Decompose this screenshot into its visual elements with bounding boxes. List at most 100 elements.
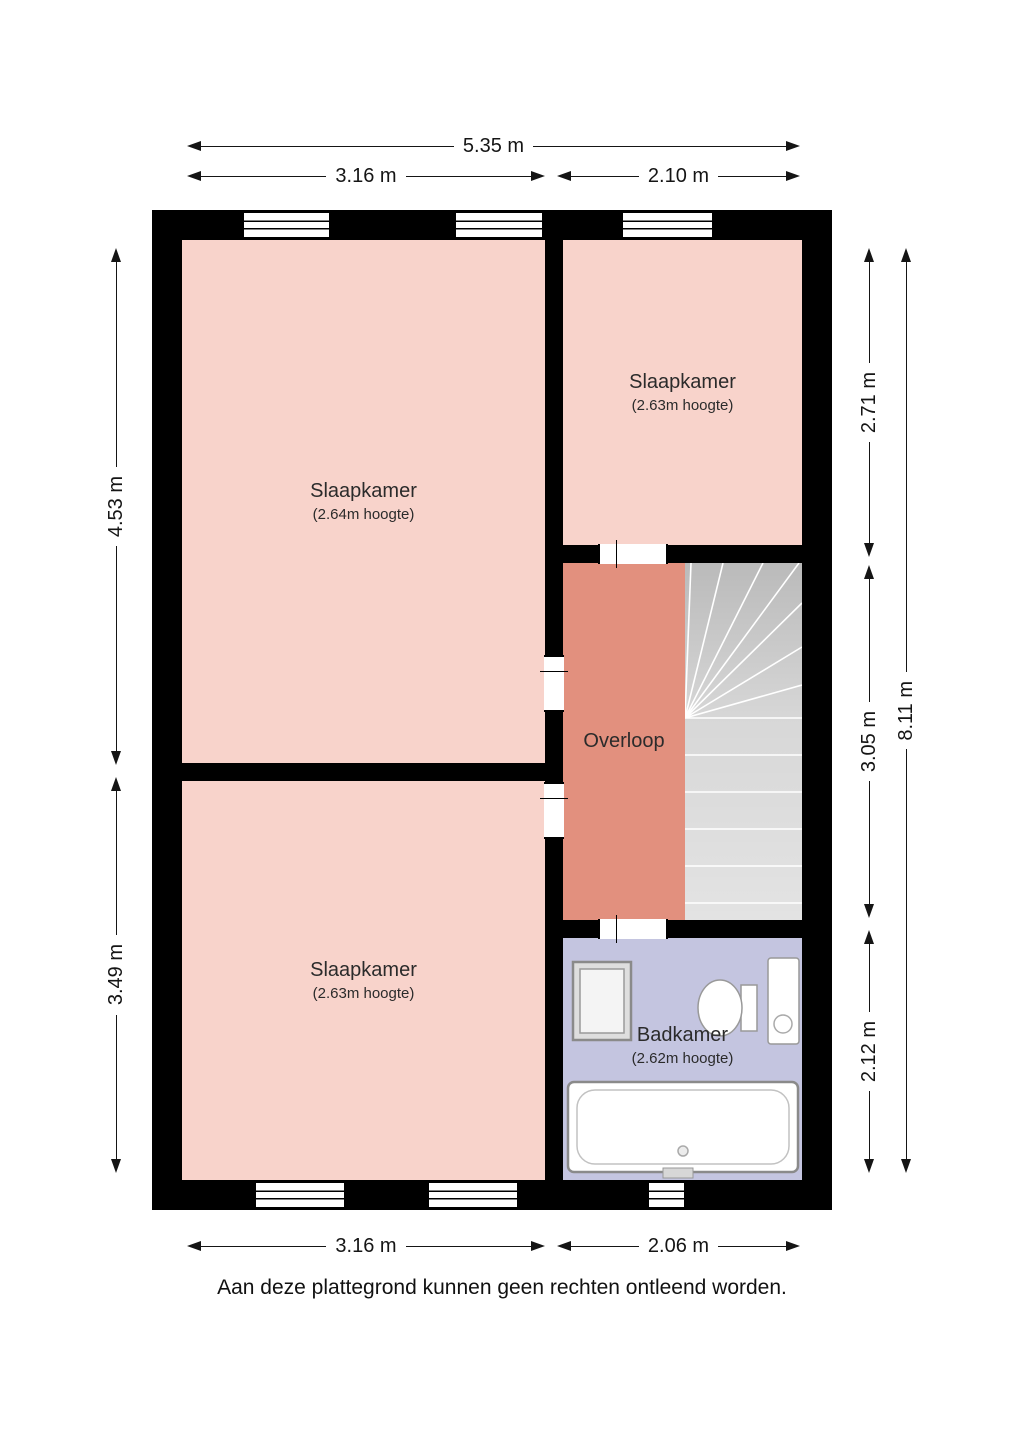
dimension-arrow xyxy=(111,777,121,791)
dimension-top-right: 2.10 m xyxy=(557,166,800,186)
stairs-treads xyxy=(685,563,802,920)
dimension-arrow xyxy=(187,1241,201,1251)
dimension-bottom-left: 3.16 m xyxy=(187,1236,545,1256)
room-name: Slaapkamer xyxy=(310,480,417,502)
dimension-label: 3.05 m xyxy=(858,710,880,773)
dimension-line xyxy=(533,145,786,147)
dimension-arrow xyxy=(864,904,874,918)
dimension-label: 3.16 m xyxy=(335,165,397,187)
dimension-arrow xyxy=(111,751,121,765)
room-bathroom: Badkamer (2.62m hoogte) xyxy=(563,938,802,1180)
dimension-arrow xyxy=(557,171,571,181)
dimension-arrow xyxy=(786,171,800,181)
dimension-top-left: 3.16 m xyxy=(187,166,545,186)
dimension-arrow xyxy=(864,543,874,557)
dimension-arrow xyxy=(531,1241,545,1251)
stairs xyxy=(685,563,802,920)
dimension-line xyxy=(868,442,870,543)
dimension-label: 4.53 m xyxy=(105,475,127,538)
dimension-label: 3.49 m xyxy=(105,944,127,1006)
dimension-line xyxy=(868,262,870,363)
dimension-left-lower: 3.49 m xyxy=(105,777,127,1173)
toilet xyxy=(697,979,758,1037)
room-bedroom-large: Slaapkamer (2.64m hoogte) xyxy=(182,240,545,763)
dimension-right-middle: 3.05 m xyxy=(858,565,880,918)
dimension-line xyxy=(201,145,454,147)
room-height-note: (2.63m hoogte) xyxy=(312,985,415,1002)
dimension-label: 2.10 m xyxy=(647,165,710,187)
dimension-arrow xyxy=(531,171,545,181)
dimension-arrow xyxy=(786,1241,800,1251)
dimension-line xyxy=(571,175,639,177)
dimension-arrow xyxy=(557,1241,571,1251)
dimension-bottom-right: 2.06 m xyxy=(557,1236,800,1256)
dimension-line xyxy=(115,1014,117,1159)
dimension-arrow xyxy=(786,141,800,151)
dimension-right-total: 8.11 m xyxy=(895,248,917,1174)
dimension-line xyxy=(571,1245,639,1247)
dimension-line xyxy=(868,1091,870,1159)
dimension-arrow xyxy=(187,141,201,151)
room-landing: Overloop xyxy=(563,563,685,920)
dimension-arrow xyxy=(864,248,874,262)
bathtub xyxy=(566,1080,800,1179)
floorplan: Slaapkamer (2.64m hoogte) Slaapkamer (2.… xyxy=(152,210,832,1210)
door-opening xyxy=(598,915,668,943)
dimension-line xyxy=(905,749,907,1160)
dimension-line xyxy=(868,579,870,702)
dimension-line xyxy=(868,781,870,904)
dimension-label: 2.06 m xyxy=(647,1235,710,1257)
room-height-note: (2.63m hoogte) xyxy=(631,397,734,414)
dimension-line xyxy=(905,262,907,672)
room-bedroom-bottom: Slaapkamer (2.63m hoogte) xyxy=(182,781,545,1180)
room-name: Badkamer xyxy=(636,1024,729,1046)
dimension-line xyxy=(405,1245,531,1247)
window xyxy=(243,212,330,238)
dimension-arrow xyxy=(864,1159,874,1173)
room-label: Badkamer (2.62m hoogte) xyxy=(563,1024,802,1067)
dimension-line xyxy=(115,262,117,467)
dimension-line xyxy=(115,546,117,751)
door-opening xyxy=(598,540,668,568)
room-bedroom-top-right: Slaapkamer (2.63m hoogte) xyxy=(563,240,802,545)
dimension-label: 3.16 m xyxy=(335,1235,397,1257)
dimension-line xyxy=(718,175,786,177)
dimension-line xyxy=(201,175,327,177)
dimension-line xyxy=(868,944,870,1012)
dimension-line xyxy=(201,1245,327,1247)
bathroom-fixtures xyxy=(566,957,800,1179)
dimension-right-lower: 2.12 m xyxy=(858,930,880,1173)
dimension-arrow xyxy=(864,930,874,944)
washbasin xyxy=(767,957,800,1045)
dimension-arrow xyxy=(111,1159,121,1173)
dimension-arrow xyxy=(864,565,874,579)
dimension-line xyxy=(405,175,531,177)
room-name: Slaapkamer xyxy=(629,371,736,393)
window xyxy=(648,1182,685,1208)
dimension-arrow xyxy=(901,1159,911,1174)
room-name: Overloop xyxy=(583,730,665,752)
dimension-top-total: 5.35 m xyxy=(187,136,800,156)
dimension-left-upper: 4.53 m xyxy=(105,248,127,765)
dimension-label: 8.11 m xyxy=(895,680,917,741)
dimension-label: 2.71 m xyxy=(858,371,880,434)
room-height-note: (2.62m hoogte) xyxy=(631,1050,734,1067)
sink xyxy=(571,960,633,1042)
door-opening xyxy=(540,655,568,712)
window xyxy=(428,1182,518,1208)
room-height-note: (2.64m hoogte) xyxy=(312,506,415,523)
disclaimer-text: Aan deze plattegrond kunnen geen rechten… xyxy=(217,1276,787,1299)
window xyxy=(622,212,713,238)
room-name: Slaapkamer xyxy=(310,959,417,981)
dimension-right-upper: 2.71 m xyxy=(858,248,880,557)
dimension-arrow xyxy=(187,171,201,181)
dimension-arrow xyxy=(901,248,911,262)
dimension-line xyxy=(115,791,117,936)
dimension-label: 5.35 m xyxy=(462,135,525,157)
dimension-label: 2.12 m xyxy=(858,1020,880,1083)
dimension-line xyxy=(718,1245,786,1247)
window xyxy=(455,212,543,238)
dimension-arrow xyxy=(111,248,121,262)
window xyxy=(255,1182,345,1208)
